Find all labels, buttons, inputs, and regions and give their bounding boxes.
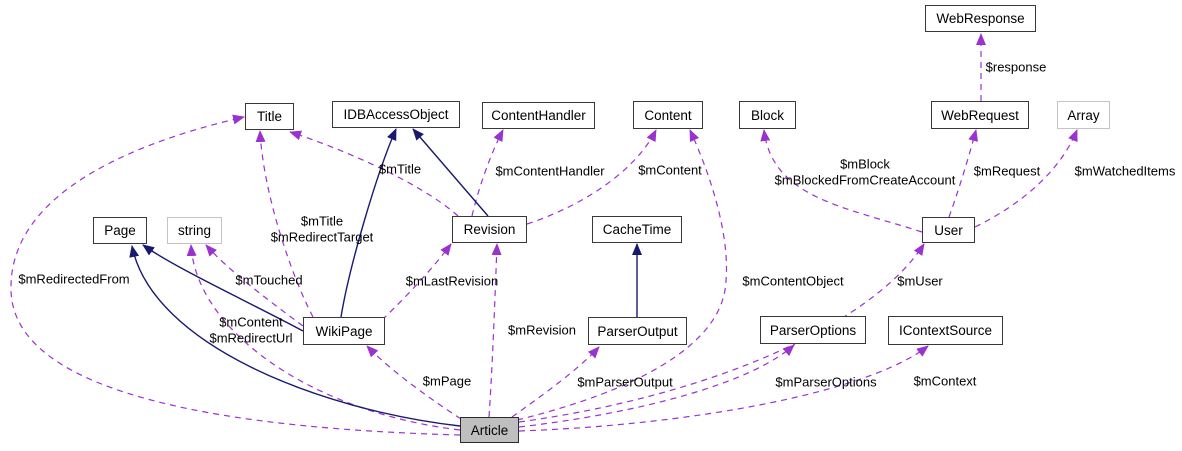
edge-label-mredirecturl: $mRedirectUrl	[209, 330, 293, 345]
edge-label-mredirecttarget: $mRedirectTarget	[270, 229, 374, 244]
edge-wikipage-revision	[381, 243, 452, 321]
edge-article-revision	[488, 243, 502, 418]
edge-revision-contenthandler	[471, 129, 504, 217]
node-revision[interactable]: Revision	[452, 216, 527, 243]
edge-article-string	[186, 244, 461, 431]
node-page[interactable]: Page	[93, 217, 147, 244]
edge-label-mwatcheditems: $mWatchedItems	[1074, 163, 1176, 179]
node-parseroutput[interactable]: ParserOutput	[588, 317, 687, 345]
node-array: Array	[1057, 101, 1110, 129]
edge-article-content	[516, 129, 728, 421]
edge-user-webrequest	[948, 129, 978, 218]
edge-article-icontextsource	[518, 345, 929, 432]
edge-label-mparseroutput: $mParserOutput	[577, 374, 673, 390]
edge-label-mlastrevision: $mLastRevision	[405, 273, 499, 289]
node-wikipage[interactable]: WikiPage	[303, 317, 385, 345]
edge-revision-content	[526, 129, 657, 225]
edge-label-mparseroptions: $mParserOptions	[775, 374, 877, 390]
edge-article-user	[518, 243, 925, 423]
edge-label-mredirectedfrom: $mRedirectedFrom	[18, 271, 130, 287]
node-parseroptions[interactable]: ParserOptions	[760, 316, 866, 344]
edge-label-mtouched: $mTouched	[235, 272, 303, 288]
edge-label-mpage: $mPage	[422, 373, 472, 389]
edge-label-mrequest: $mRequest	[973, 163, 1041, 179]
edge-revision-title	[289, 130, 459, 217]
edge-label-mblock-group: $mBlock $mBlockedFromCreateAccount	[775, 157, 956, 188]
node-icontextsource[interactable]: IContextSource	[888, 316, 1003, 345]
edge-label-mtitle-revision: $mTitle	[378, 161, 422, 177]
node-webresponse[interactable]: WebResponse	[925, 5, 1036, 32]
edge-article-wikipage	[366, 345, 462, 420]
edge-label-mcontext: $mContext	[913, 373, 977, 389]
edge-article-parseroutput	[511, 346, 600, 418]
edge-wikipage-page	[142, 244, 304, 332]
node-cachetime[interactable]: CacheTime	[592, 216, 682, 243]
edge-label-response: $response	[985, 59, 1047, 75]
edge-label-muser: $mUser	[897, 273, 943, 289]
edge-article-parseroptions	[518, 344, 795, 428]
edge-label-mcontent-revision: $mContent	[638, 162, 702, 178]
edge-wikipage-string	[205, 244, 304, 327]
node-title[interactable]: Title	[245, 103, 294, 130]
edge-label-mtitle-wikipage: $mTitle	[300, 213, 344, 229]
edge-label-mcontenthandler: $mContentHandler	[495, 163, 605, 179]
edge-user-block	[760, 129, 923, 233]
edge-label-mcontent-mredirecturl-group: $mContent $mRedirectUrl	[209, 315, 292, 346]
edge-article-page	[129, 245, 461, 427]
node-string: string	[167, 217, 222, 244]
node-idbaccessobject[interactable]: IDBAccessObject	[332, 101, 460, 128]
node-content[interactable]: Content	[633, 101, 703, 129]
edge-label-mcontentobject: $mContentObject	[742, 273, 844, 289]
edge-label-mblock: $mBlock	[840, 156, 890, 172]
node-article[interactable]: Article	[460, 417, 519, 443]
edge-label-mcontent-article: $mContent	[219, 314, 283, 330]
node-block[interactable]: Block	[739, 101, 796, 129]
node-webrequest[interactable]: WebRequest	[931, 101, 1029, 129]
edge-revision-idbaccessobject	[412, 128, 489, 217]
edge-label-mblockedfromcreateaccount: $mBlockedFromCreateAccount	[774, 172, 956, 187]
edge-label-mtitle-mredirecttarget-group: $mTitle $mRedirectTarget	[271, 214, 374, 245]
edge-wikipage-idbaccessobject	[340, 128, 397, 318]
edge-wikipage-title	[255, 130, 314, 318]
node-user[interactable]: User	[922, 217, 975, 243]
node-contenthandler[interactable]: ContentHandler	[482, 102, 595, 129]
edge-label-mrevision: $mRevision	[508, 322, 576, 338]
